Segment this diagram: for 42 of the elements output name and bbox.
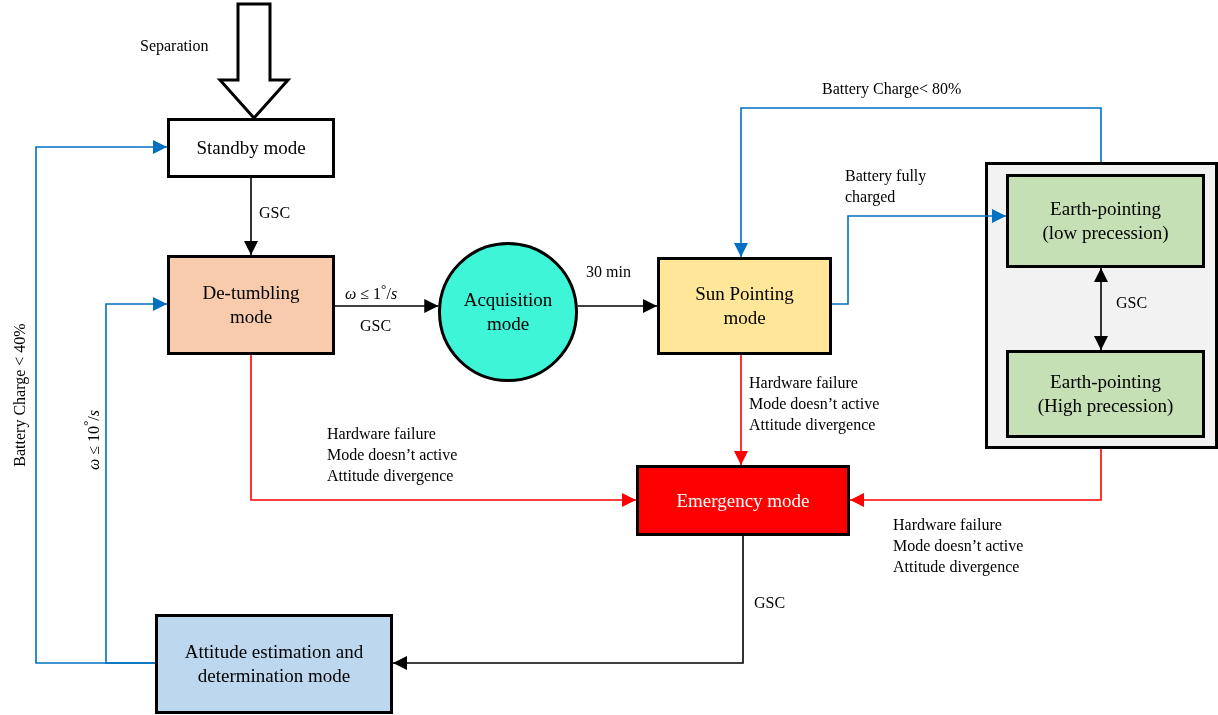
- edge-label: GSC: [1116, 293, 1148, 313]
- mode-label: De-tumbling mode: [201, 281, 301, 329]
- mode-box: [657, 257, 832, 355]
- arrow: [334, 299, 440, 313]
- edge-label: GSC: [754, 593, 786, 613]
- condition-text: GSC: [360, 316, 392, 336]
- edge-label: Separation: [140, 36, 209, 57]
- edge-label: Battery Charge < 40%: [9, 323, 30, 467]
- edge-label: GSC: [259, 203, 291, 223]
- edge-label: ω ≤ 1$^{°}$/s: [345, 280, 398, 305]
- arrow: [244, 177, 258, 256]
- edge-label: Hardware failure Mode doesn’t active Attitude divergence: [893, 515, 1025, 578]
- edge-label: Hardware failure Mode doesn’t active Attitude divergence: [327, 424, 459, 487]
- mode-label: Sun Pointing mode: [694, 282, 795, 330]
- mode-box: [167, 118, 335, 178]
- arrow: [105, 297, 168, 664]
- arrow: [250, 354, 637, 507]
- edge-label: 30 min: [586, 262, 631, 282]
- mode-label: Standby mode: [196, 136, 306, 160]
- group-panel: [985, 162, 1218, 449]
- mode-box: [636, 465, 850, 536]
- mode-box: [1006, 174, 1205, 268]
- arrow: [734, 354, 748, 466]
- edge-label: Hardware failure Mode doesn’t active Attitude divergence: [749, 373, 881, 436]
- arrow: [576, 299, 658, 313]
- mode-label: Earth-pointing (low precession): [1041, 197, 1170, 245]
- edge-label: Battery Charge< 80%: [822, 79, 962, 100]
- arrow: [734, 107, 1102, 258]
- arrow: [35, 140, 168, 664]
- mode-label: Earth-pointing (High precession): [1036, 370, 1175, 418]
- arrow: [392, 535, 744, 670]
- edge-label: Battery fully charged: [845, 166, 928, 208]
- mode-box: [1006, 350, 1205, 438]
- arrow: [831, 209, 1007, 305]
- mode-box: [155, 614, 393, 714]
- arrow: [1094, 267, 1108, 351]
- mode-label: Attitude estimation and determination mode: [183, 640, 365, 688]
- mode-box: [167, 255, 335, 355]
- block-arrow: [216, 2, 292, 121]
- mode-label: Acquisition mode: [462, 288, 554, 336]
- mode-label: Emergency mode: [676, 488, 810, 513]
- arrow: [849, 448, 1102, 507]
